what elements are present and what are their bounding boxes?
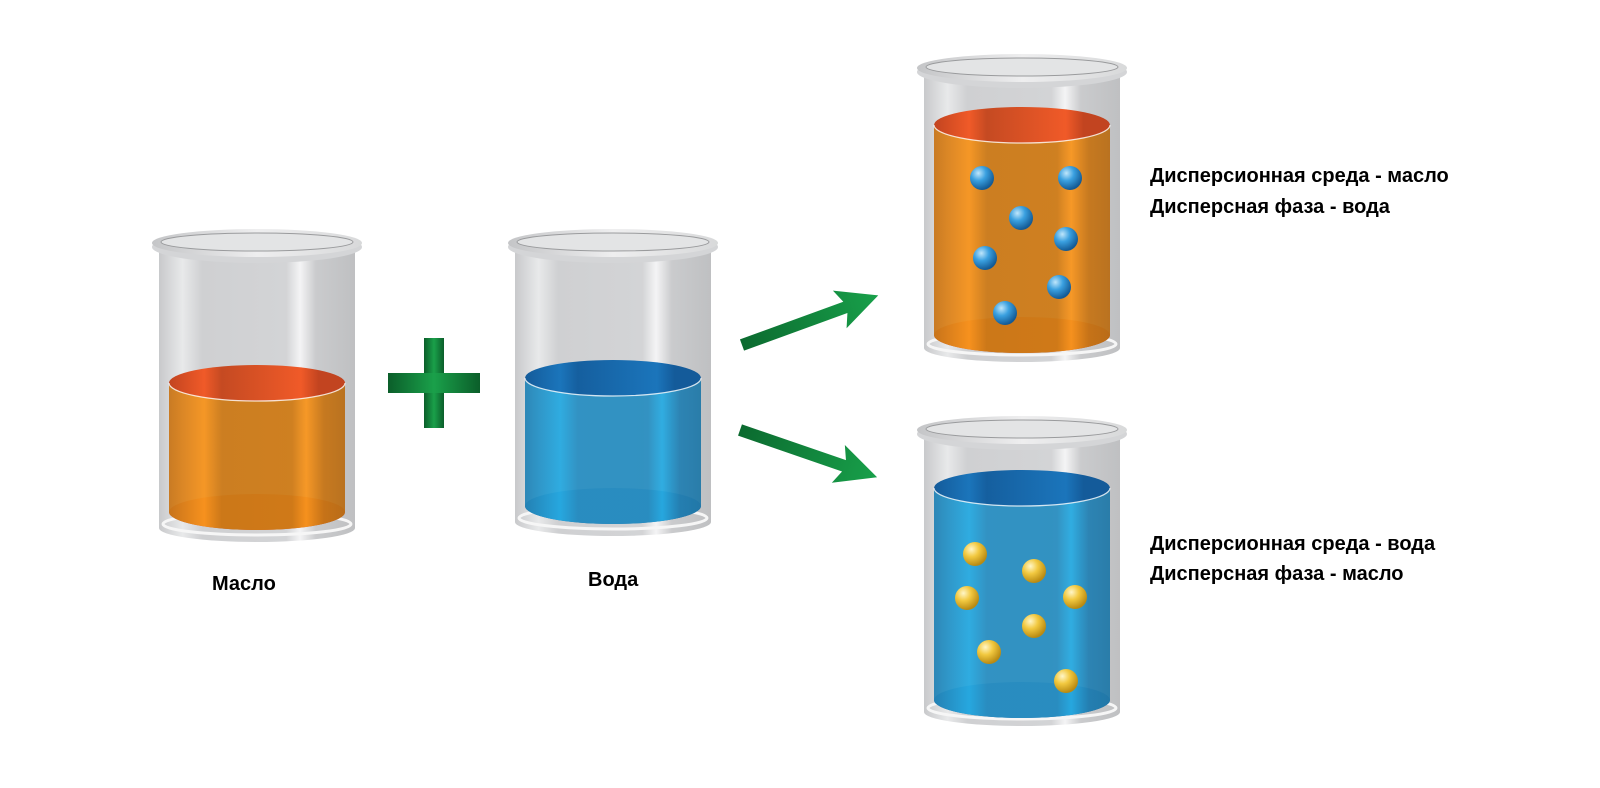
result-2-phase: Дисперсная фаза - масло xyxy=(1150,563,1404,585)
oil-droplet xyxy=(963,542,987,566)
water-beaker xyxy=(508,229,718,536)
oil-droplet xyxy=(1054,669,1078,693)
water-droplet xyxy=(1054,227,1078,251)
oil-beaker xyxy=(152,229,362,542)
water-droplet xyxy=(973,246,997,270)
oil-droplet xyxy=(1022,559,1046,583)
water-droplet xyxy=(1009,206,1033,230)
arrow-right-up-icon xyxy=(739,290,879,351)
plus-icon xyxy=(388,338,480,428)
oil-label: Масло xyxy=(212,573,276,595)
result-1-medium: Дисперсионная среда - масло xyxy=(1150,165,1449,187)
result-1-phase: Дисперсная фаза - вода xyxy=(1150,196,1390,218)
oil-droplet xyxy=(955,586,979,610)
oil-droplet xyxy=(1022,614,1046,638)
water-liquid xyxy=(524,360,702,524)
water-droplet xyxy=(1058,166,1082,190)
oil-droplet xyxy=(977,640,1001,664)
oil-liquid xyxy=(933,107,1111,353)
oil-liquid xyxy=(168,365,346,530)
water-liquid xyxy=(933,470,1111,718)
water-droplet xyxy=(970,166,994,190)
arrow-right-down-icon xyxy=(738,424,878,483)
water-label: Вода xyxy=(588,569,639,591)
result-2-medium: Дисперсионная среда - вода xyxy=(1150,533,1436,555)
water-in-oil-beaker xyxy=(917,54,1127,362)
oil-droplet xyxy=(1063,585,1087,609)
water-droplet xyxy=(993,301,1017,325)
oil-in-water-beaker xyxy=(917,416,1127,726)
water-droplet xyxy=(1047,275,1071,299)
